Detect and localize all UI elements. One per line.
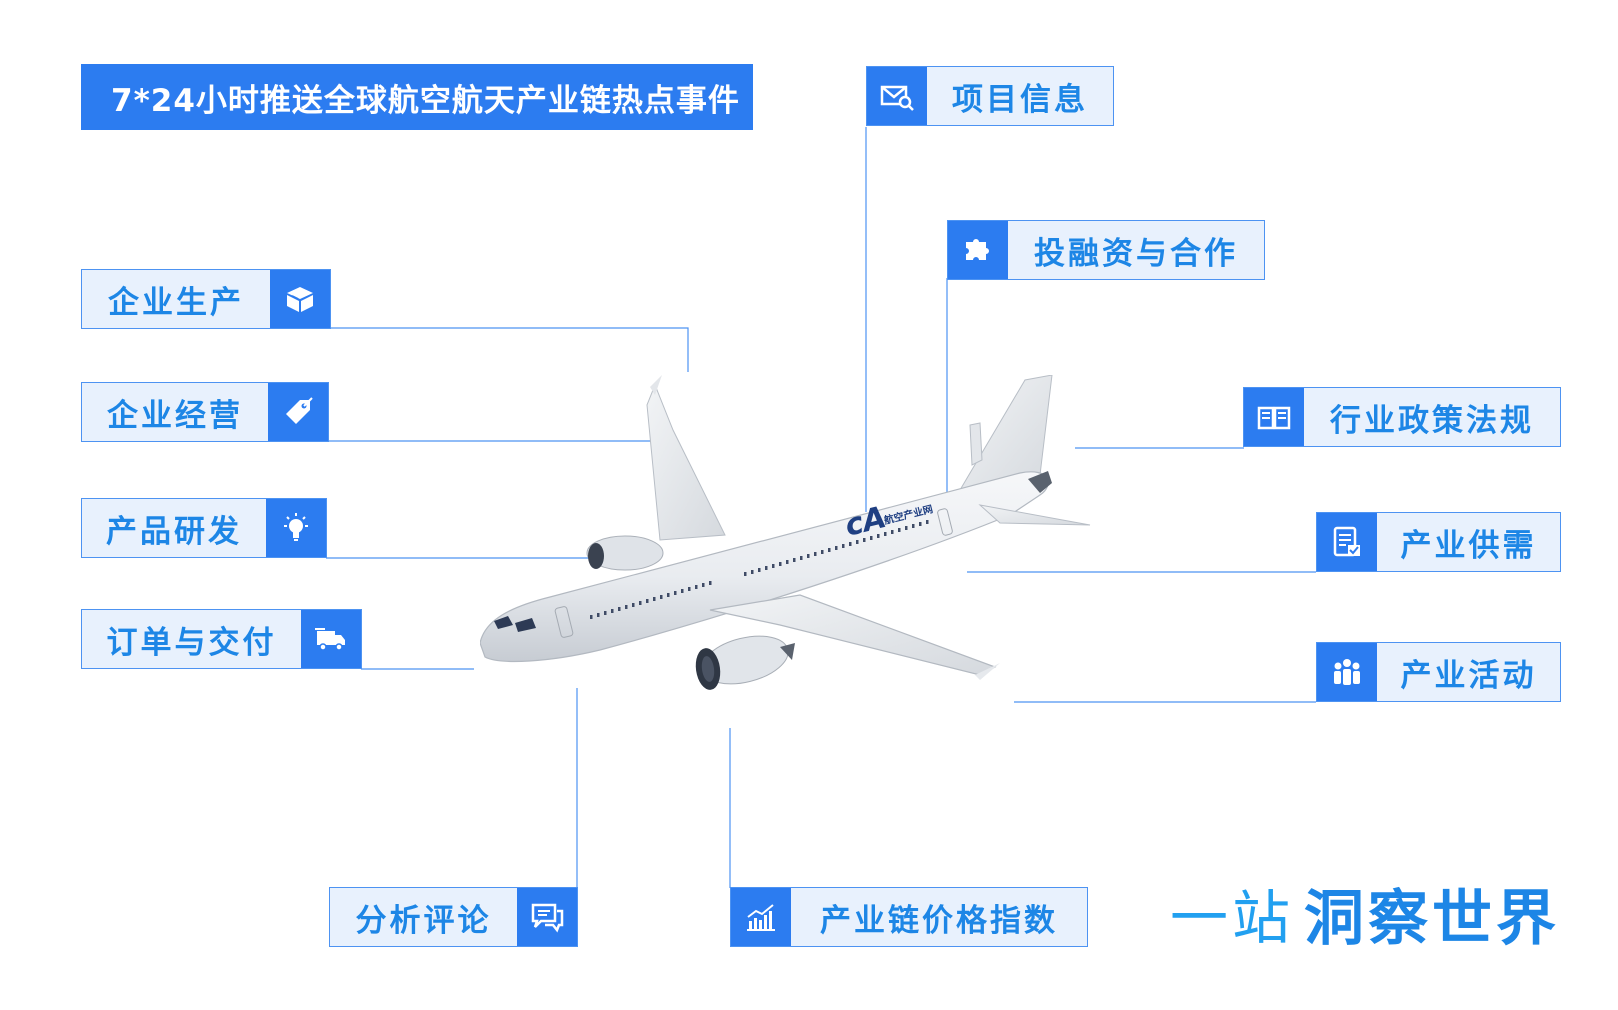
tag-label: 产品研发 xyxy=(106,513,242,550)
tag-product-rd[interactable]: 产品研发 xyxy=(81,498,327,558)
tag-price-index[interactable]: 产业链价格指数 xyxy=(730,887,1088,947)
tag-industry-policy[interactable]: 行业政策法规 xyxy=(1243,387,1561,447)
chat-bubbles-icon xyxy=(517,888,577,946)
headline-banner: 7*24小时推送全球航空航天产业链热点事件 xyxy=(81,64,753,130)
tag-enterprise-production[interactable]: 企业生产 xyxy=(81,269,331,329)
tag-label: 行业政策法规 xyxy=(1330,402,1534,439)
tag-supply-demand[interactable]: 产业供需 xyxy=(1316,512,1561,572)
tag-label: 产业链价格指数 xyxy=(820,902,1058,939)
passenger-windows xyxy=(590,520,929,619)
price-tag-icon xyxy=(268,383,328,441)
tag-label: 投融资与合作 xyxy=(1034,235,1238,272)
delivery-truck-icon xyxy=(301,610,361,668)
checklist-icon xyxy=(1317,513,1377,571)
book-icon xyxy=(1244,388,1304,446)
tag-label: 项目信息 xyxy=(952,81,1088,118)
mail-search-icon xyxy=(867,67,927,125)
tag-analysis-commentary[interactable]: 分析评论 xyxy=(329,887,578,947)
tag-label: 分析评论 xyxy=(355,902,492,939)
airplane-illustration: cA 航空产业网 xyxy=(480,375,1091,690)
tag-label: 订单与交付 xyxy=(106,624,277,661)
bar-chart-icon xyxy=(731,888,791,946)
slogan-bold: 洞察世界 xyxy=(1304,883,1561,954)
people-group-icon xyxy=(1317,643,1377,701)
tag-investment-cooperation[interactable]: 投融资与合作 xyxy=(947,220,1265,280)
tag-label: 产业活动 xyxy=(1400,657,1537,694)
tag-label: 企业生产 xyxy=(108,284,244,321)
tag-label: 产业供需 xyxy=(1400,527,1537,564)
headline-text: 7*24小时推送全球航空航天产业链热点事件 xyxy=(111,82,740,119)
slogan-light: 一站 xyxy=(1170,884,1295,952)
tag-industry-events[interactable]: 产业活动 xyxy=(1316,642,1561,702)
tag-project-info[interactable]: 项目信息 xyxy=(866,66,1114,126)
tag-order-delivery[interactable]: 订单与交付 xyxy=(81,609,362,669)
tag-label: 企业经营 xyxy=(107,397,243,434)
lightbulb-icon xyxy=(266,499,326,557)
puzzle-icon xyxy=(948,221,1008,279)
box-icon xyxy=(270,270,330,328)
slogan: 一站 洞察世界 xyxy=(1170,878,1560,954)
tag-enterprise-operation[interactable]: 企业经营 xyxy=(81,382,329,442)
